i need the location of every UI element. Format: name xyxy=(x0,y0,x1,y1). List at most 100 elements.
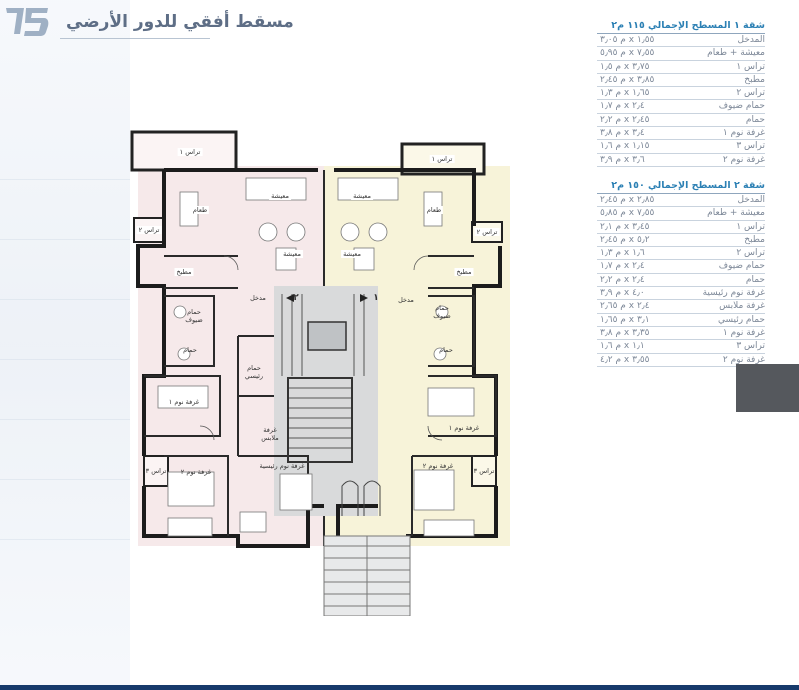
room-name: تراس ٣ xyxy=(736,341,765,352)
room-dimensions: م ١٫٧ x ٢٫٤ xyxy=(600,101,645,112)
room-name: حمام ضيوف xyxy=(718,101,765,112)
room-name: غرفة نوم ٢ xyxy=(722,354,765,365)
label-unit-number-right: ١ xyxy=(373,293,379,303)
unit-arrows xyxy=(286,294,368,302)
label-kitchen-right: مطبخ xyxy=(454,268,474,276)
schedule-row: تراس ١ م ٢٫١ x ٣٫٤٥ xyxy=(597,221,765,234)
label-terrace2-left: تراس ٢ xyxy=(136,226,162,234)
room-dimensions: م ١٫٣ x ١٫٦ xyxy=(600,248,645,259)
label-bath-right: حمام xyxy=(439,346,453,354)
side-tab[interactable] xyxy=(736,364,799,412)
room-dimensions: م ١٫٥ x ٣٫٧٥ xyxy=(600,61,650,72)
room-name: غرفة نوم ١ xyxy=(722,128,765,139)
room-name: غرفة ملابس xyxy=(719,301,765,312)
terrace3-right xyxy=(471,455,497,487)
unit2-schedule: شقة ٢ المسطح الإجمالي ١٥٠ م٢ المدخل م ٢٫٤… xyxy=(597,180,765,367)
room-name: تراس ١ xyxy=(736,221,765,232)
label-kitchen-left: مطبخ xyxy=(174,268,194,276)
bottom-bar xyxy=(0,685,799,690)
label-bedroom2-right: غرفة نوم ٢ xyxy=(422,462,454,470)
room-name: حمام رئيسي xyxy=(717,314,765,325)
background-pattern xyxy=(0,140,130,540)
staircase xyxy=(281,294,365,463)
room-dimensions: م ١٫٦ x ١٫١ xyxy=(600,341,645,352)
schedule-row: غرفة نوم ١ م ٣٫٨ x ٣٫٤ xyxy=(597,127,765,141)
background-panel xyxy=(0,0,130,690)
schedule-row: غرفة ملابس م ٢٫٦٥ x ٢٫٤ xyxy=(597,300,765,314)
schedule-row: المدخل م ٢٫٤٥ x ٢٫٨٥ xyxy=(597,194,765,208)
room-name: تراس ٢ xyxy=(736,248,765,259)
room-name: غرفة نوم ٢ xyxy=(722,154,765,165)
schedule-row: حمام م ٢٫٢ x ٢٫٤٥ xyxy=(597,114,765,128)
room-name: تراس ١ xyxy=(736,61,765,72)
label-entry-left: مدخل xyxy=(250,294,266,302)
label-dining-left: طعام xyxy=(190,206,210,214)
label-terrace1-right: تراس ١ xyxy=(429,155,455,163)
room-name: غرفة نوم ١ xyxy=(722,327,765,338)
brand-logo-icon xyxy=(6,8,49,36)
terrace3-left xyxy=(143,455,169,487)
room-dimensions: م ٢٫٢ x ٢٫٤ xyxy=(600,274,645,285)
label-terrace3-left: تراس ٣ xyxy=(145,467,167,475)
schedule-row: معيشة + طعام م ٥٫٩٥ x ٧٫٥٥ xyxy=(597,47,765,61)
room-name: غرفة نوم رئيسية xyxy=(702,288,765,299)
page-title: مسقط أفقي للدور الأرضي xyxy=(66,12,294,32)
floor-plan: تراس ١ تراس ١ تراس ٢ تراس ٢ تراس ٣ تراس … xyxy=(128,126,530,616)
room-name: معيشة + طعام xyxy=(707,48,765,59)
room-name: مطبخ xyxy=(744,234,765,245)
schedule-row: المدخل م ٣٫٠٥ x ١٫٥٥ xyxy=(597,34,765,48)
schedule-row: تراس ٣ م ١٫٦ x ١٫١ xyxy=(597,340,765,354)
label-terrace2-right: تراس ٢ xyxy=(474,228,500,236)
room-dimensions: م ٢٫٦٥ x ٢٫٤ xyxy=(600,301,650,312)
label-unit-number-left: ٢ xyxy=(293,293,299,303)
label-living-right: معيشة xyxy=(341,250,363,258)
schedule-row: حمام م ٢٫٢ x ٢٫٤ xyxy=(597,274,765,288)
label-bedroom2-left: غرفة نوم ٢ xyxy=(180,468,212,476)
schedule-row: معيشة + طعام م ٥٫٨٥ x ٧٫٥٥ xyxy=(597,207,765,221)
schedule-row: تراس ١ م ١٫٥ x ٣٫٧٥ xyxy=(597,61,765,74)
room-dimensions: م ١٫٣ x ١٫٦٥ xyxy=(600,88,650,99)
furniture xyxy=(157,177,475,537)
label-guest-bath-right: حمام ضيوف xyxy=(433,304,451,320)
label-bath-left: حمام xyxy=(183,346,197,354)
label-master-bath: حمام رئيسي xyxy=(244,364,264,380)
room-name: حمام xyxy=(745,114,765,125)
room-dimensions: م ١٫٧ x ٢٫٤ xyxy=(600,261,645,272)
title-underline xyxy=(60,38,210,39)
floor-plan-drawing xyxy=(130,130,510,616)
label-bedroom1-right: غرفة نوم ١ xyxy=(448,424,480,432)
entrance-arches xyxy=(341,480,381,516)
unit2-schedule-title: شقة ٢ المسطح الإجمالي ١٥٠ م٢ xyxy=(597,180,765,194)
room-dimensions: م ٣٫٠٥ x ١٫٥٥ xyxy=(600,35,655,45)
label-entry-right: مدخل xyxy=(398,296,414,304)
entrance-walkway xyxy=(323,535,411,616)
room-dimensions: م ٢٫٤٥ x ٥٫٢ xyxy=(600,234,650,245)
label-living-left: معيشة xyxy=(281,250,303,258)
room-name: المدخل xyxy=(737,195,765,205)
label-dressing: غرفة ملابس xyxy=(261,426,279,442)
room-dimensions: م ١٫٦ x ١٫١٥ xyxy=(600,141,650,152)
room-name: حمام xyxy=(745,274,765,285)
room-dimensions: م ٥٫٨٥ x ٧٫٥٥ xyxy=(600,208,655,219)
room-name: المدخل xyxy=(737,35,765,45)
room-dimensions: م ٢٫٤٥ x ٣٫٨٥ xyxy=(600,74,655,85)
room-dimensions: م ٣٫٨ x ٣٫٤ xyxy=(600,128,645,139)
room-dimensions: م ٥٫٩٥ x ٧٫٥٥ xyxy=(600,48,655,59)
label-terrace1-left: تراس ١ xyxy=(177,148,203,156)
room-name: تراس ٢ xyxy=(736,88,765,99)
room-dimensions: م ٢٫١ x ٣٫٤٥ xyxy=(600,221,650,232)
schedule-row: مطبخ م ٢٫٤٥ x ٣٫٨٥ xyxy=(597,74,765,88)
room-name: مطبخ xyxy=(744,74,765,85)
label-dining-right: طعام xyxy=(424,206,444,214)
room-dimensions: م ٢٫٤٥ x ٢٫٨٥ xyxy=(600,195,655,205)
room-name: معيشة + طعام xyxy=(707,208,765,219)
label-bedroom1-left: غرفة نوم ١ xyxy=(168,398,200,406)
room-dimensions: م ٢٫٢ x ٢٫٤٥ xyxy=(600,114,650,125)
label-guest-bath-left: حمام ضيوف xyxy=(185,308,203,324)
label-living-right-top: معيشة xyxy=(351,192,373,200)
